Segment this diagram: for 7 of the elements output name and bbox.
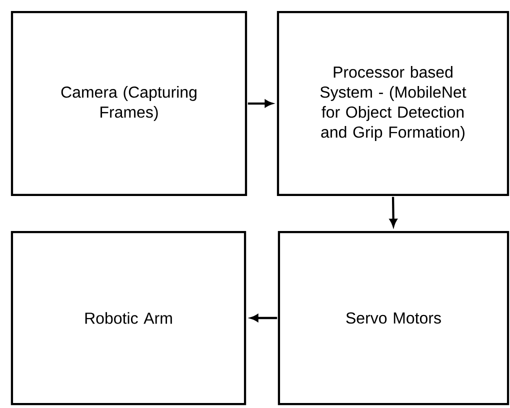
arrow: [250, 314, 278, 322]
arrow: [390, 196, 398, 227]
arrow: [248, 100, 273, 108]
process-box: Camera (Capturing Frames): [10, 10, 248, 196]
process-box: Robotic Arm: [10, 230, 246, 406]
process-box: Servo Motors: [278, 230, 510, 406]
process-box: Processor based System - (MobileNet for Object Detection and Grip Formation): [276, 10, 510, 196]
